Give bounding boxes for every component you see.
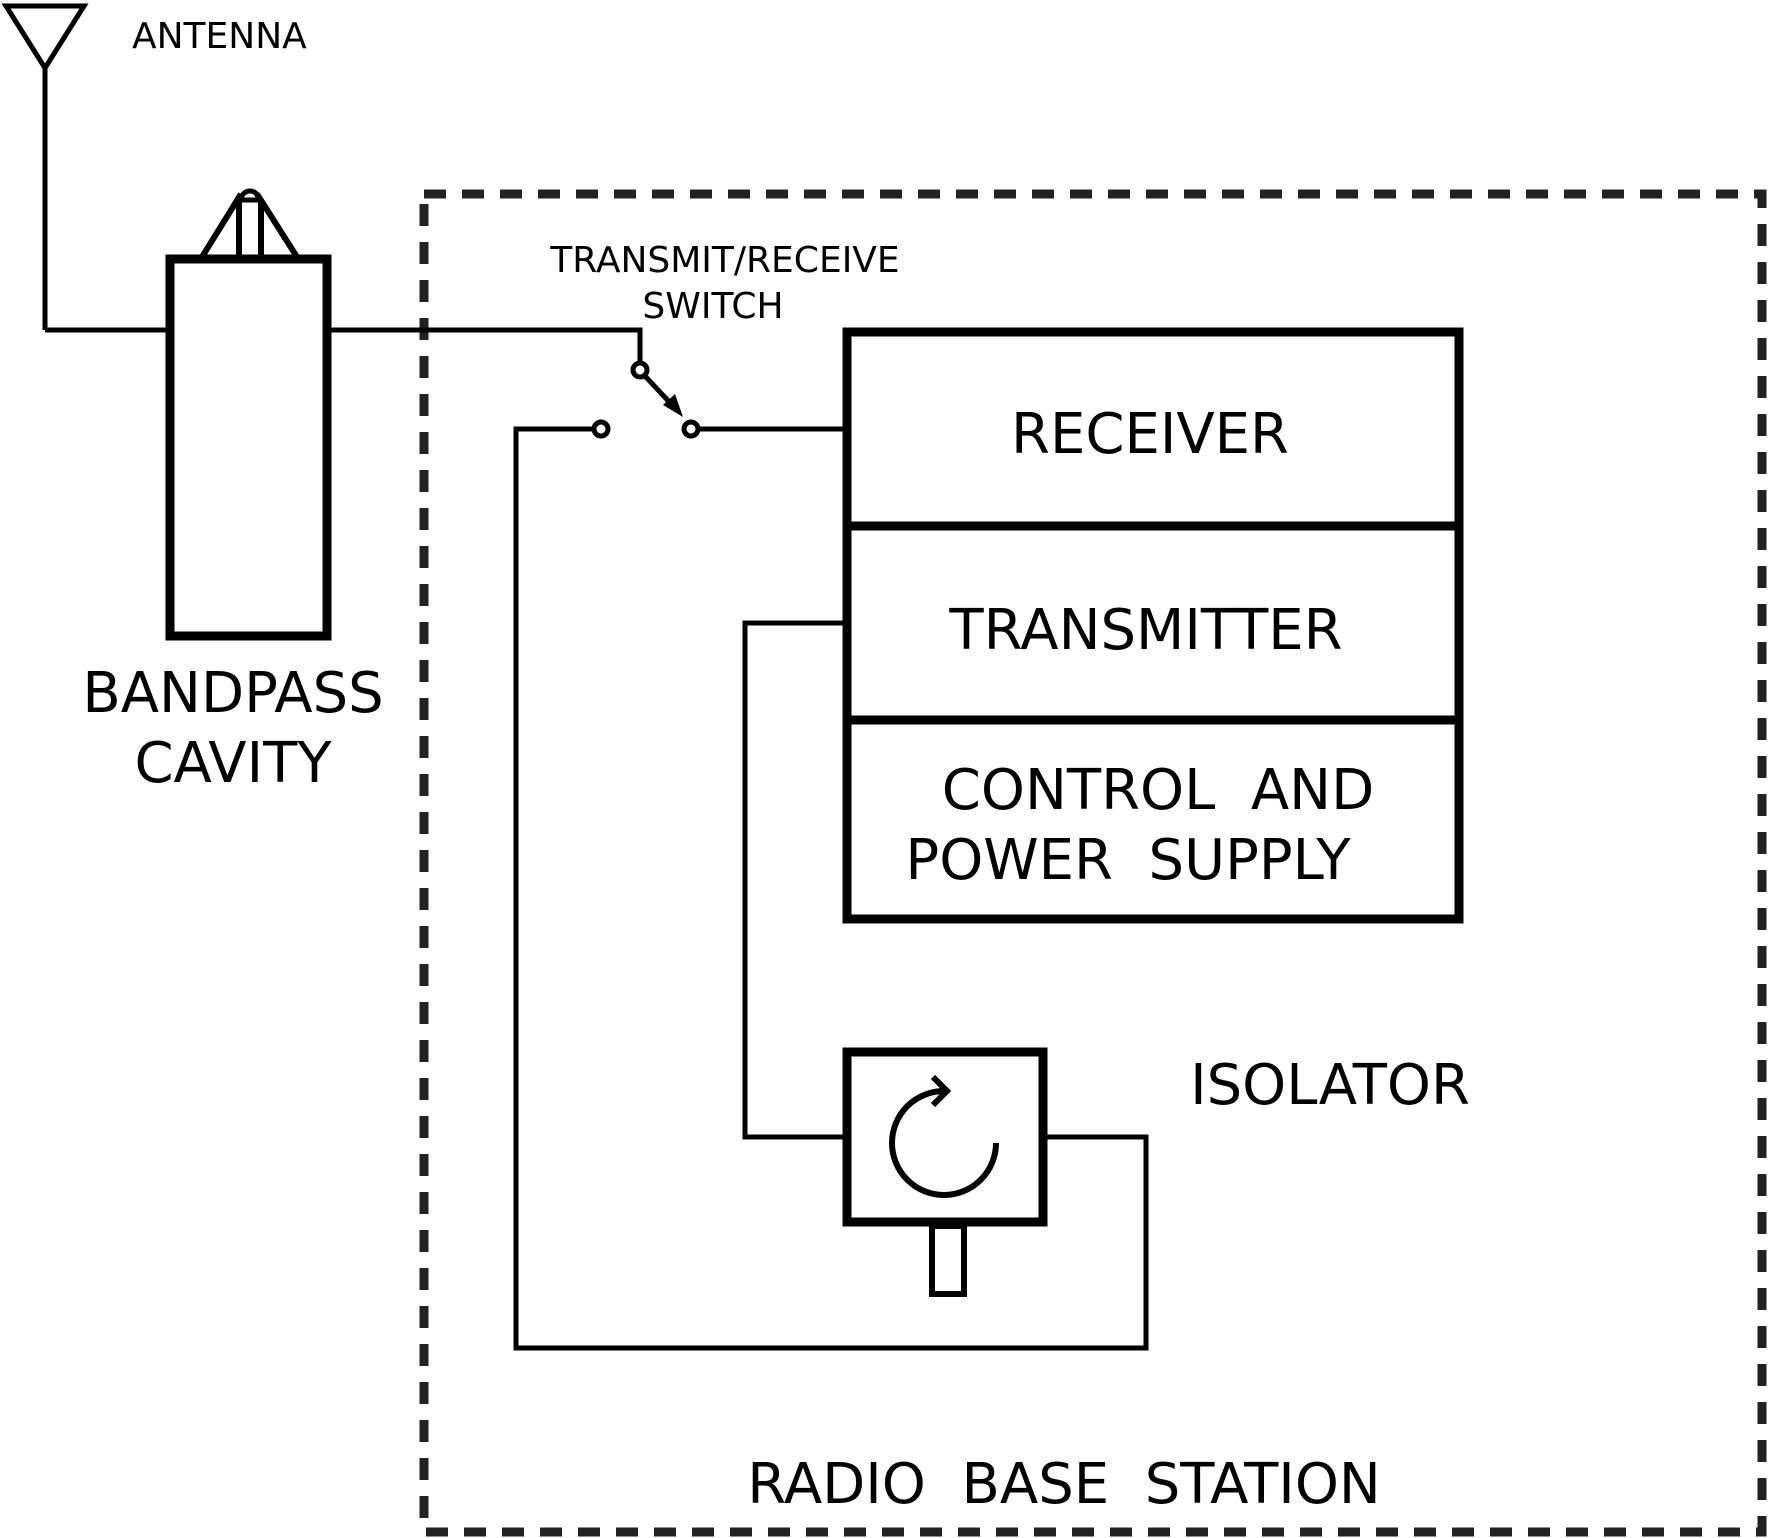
bandpass-cavity-label-line1: BANDPASS [82,661,383,726]
bandpass-cavity-label-line2: CAVITY [134,731,332,796]
antenna-icon [1,3,170,333]
circular-arrow-icon [889,1074,999,1198]
tr-switch-label-line2: SWITCH [642,286,783,327]
switch-transmit-terminal [591,419,611,439]
switch-receive-terminal [681,419,701,439]
radio-base-station-boundary [419,189,1767,1537]
radio-unit-stack [842,327,1464,924]
isolator-termination [929,1223,967,1297]
switch-common-terminal [630,360,650,380]
transmitter-label: TRANSMITTER [948,598,1342,663]
switch-arrow-icon [643,374,683,417]
transmitter-to-isolator-wire [742,620,845,1140]
isolator-label: ISOLATOR [1190,1053,1470,1118]
bandpass-cavity-icon [165,188,332,641]
receiver-label: RECEIVER [1011,402,1289,467]
cavity-to-switch-wire [327,327,643,364]
tr-switch-label-line1: TRANSMIT/RECEIVE [549,240,899,281]
control-power-label-line1: CONTROL AND [942,758,1374,823]
isolator-to-switch-wire [513,426,1149,1351]
antenna-label: ANTENNA [132,16,307,57]
isolator-box [842,1047,1048,1227]
control-power-label-line2: POWER SUPPLY [905,828,1351,893]
radio-base-station-label: RADIO BASE STATION [747,1452,1381,1517]
